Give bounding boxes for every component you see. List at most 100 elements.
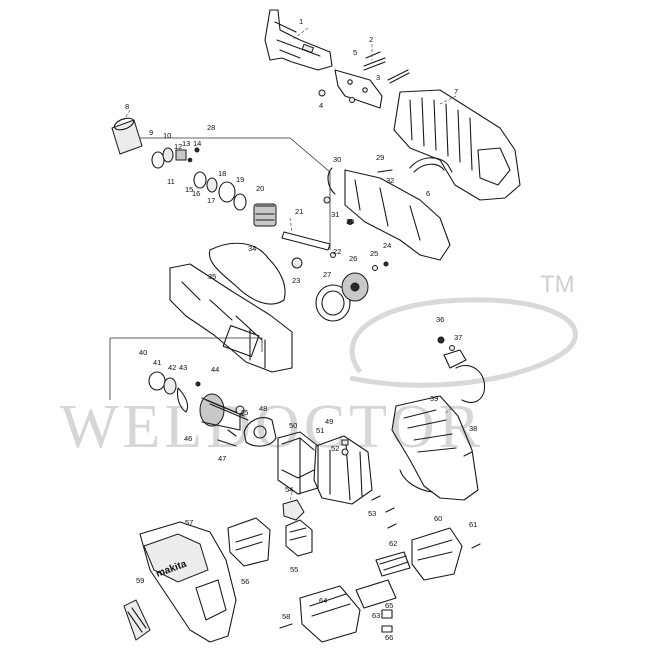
- label-1: 1: [299, 17, 303, 26]
- label-45: 45: [240, 408, 248, 417]
- callout-labels: 1 2 3 4 5 6 7 8 9 10 11 12 13 14 15 16 1…: [125, 17, 477, 642]
- part-latch-frame: [411, 527, 463, 581]
- part-main-casting: [169, 263, 293, 373]
- label-35: 35: [208, 272, 216, 281]
- part-nameplate: [123, 599, 151, 641]
- label-63: 63: [372, 611, 380, 620]
- label-44: 44: [211, 365, 219, 374]
- label-52: 52: [331, 444, 339, 453]
- label-16: 16: [192, 189, 200, 198]
- watermark-swoosh: [349, 297, 578, 388]
- label-34: 34: [248, 244, 256, 253]
- label-5: 5: [353, 48, 357, 57]
- label-7: 7: [454, 87, 458, 96]
- label-9: 9: [149, 128, 153, 137]
- part-gasket: [208, 242, 286, 305]
- label-32: 32: [386, 176, 394, 185]
- label-46: 46: [184, 434, 192, 443]
- part-screws: [371, 451, 481, 549]
- label-31: 31: [331, 210, 339, 219]
- part-pins: [363, 51, 410, 84]
- bracket-28: [140, 137, 331, 251]
- watermark-tm: TM: [540, 271, 575, 298]
- small-rings: [151, 147, 331, 251]
- label-56: 56: [241, 577, 249, 586]
- label-38: 38: [469, 424, 477, 433]
- label-24: 24: [383, 241, 391, 250]
- label-53: 53: [368, 509, 376, 518]
- label-41: 41: [153, 358, 161, 367]
- label-6: 6: [426, 189, 430, 198]
- label-17: 17: [207, 196, 215, 205]
- label-2: 2: [369, 35, 373, 44]
- part-gear-housing: [323, 167, 451, 261]
- bracket-armature: [109, 337, 263, 400]
- part-terminal: [227, 517, 271, 567]
- label-59: 59: [136, 576, 144, 585]
- label-39: 39: [430, 394, 438, 403]
- part-wire-clip: [409, 157, 453, 173]
- label-29: 29: [376, 153, 384, 162]
- label-43: 43: [179, 363, 187, 372]
- label-20: 20: [256, 184, 264, 193]
- label-47: 47: [218, 454, 226, 463]
- leader-lines: [123, 27, 457, 503]
- label-57: 57: [185, 518, 193, 527]
- label-62: 62: [389, 539, 397, 548]
- watermark-text: WELDOCTOR: [60, 393, 484, 461]
- label-14: 14: [193, 139, 201, 148]
- label-42: 42: [168, 363, 176, 372]
- part-armature: [148, 371, 249, 447]
- label-21: 21: [295, 207, 303, 216]
- label-61: 61: [469, 520, 477, 529]
- label-60: 60: [434, 514, 442, 523]
- part-plate: [318, 69, 383, 109]
- label-19: 19: [236, 175, 244, 184]
- part-spring-plate: [375, 551, 411, 577]
- label-66: 66: [385, 633, 393, 642]
- label-18: 18: [218, 169, 226, 178]
- part-baffle: [243, 417, 277, 447]
- label-33: 33: [346, 217, 354, 226]
- part-battery-slide: [279, 579, 397, 643]
- label-30: 30: [333, 155, 341, 164]
- label-12: 12: [174, 142, 182, 151]
- label-15: 15: [185, 185, 193, 194]
- label-28: 28: [207, 123, 215, 132]
- label-65: 65: [385, 601, 393, 610]
- label-50: 50: [289, 421, 297, 430]
- label-55: 55: [290, 565, 298, 574]
- label-26: 26: [349, 254, 357, 263]
- label-23: 23: [292, 276, 300, 285]
- watermark: WELDOCTOR TM: [60, 271, 578, 461]
- label-25: 25: [370, 249, 378, 258]
- label-13: 13: [182, 139, 190, 148]
- label-10: 10: [163, 131, 171, 140]
- part-switch: [282, 499, 313, 557]
- part-motor-housing: [313, 435, 373, 505]
- label-40: 40: [139, 348, 147, 357]
- label-3: 3: [376, 73, 380, 82]
- part-lock: [437, 336, 486, 403]
- label-36: 36: [436, 315, 444, 324]
- label-37: 37: [454, 333, 462, 342]
- label-22: 22: [333, 247, 341, 256]
- part-shoe: [264, 9, 333, 71]
- label-51: 51: [316, 426, 324, 435]
- label-48: 48: [259, 404, 267, 413]
- label-8: 8: [125, 102, 129, 111]
- label-49: 49: [325, 417, 333, 426]
- part-gear: [291, 252, 389, 322]
- label-54: 54: [285, 485, 293, 494]
- part-handle-housing: [391, 395, 479, 501]
- part-grip-cover: [393, 89, 521, 201]
- label-4: 4: [319, 101, 323, 110]
- label-11: 11: [167, 177, 175, 186]
- part-rear-housing: makita: [139, 521, 237, 643]
- label-58: 58: [282, 612, 290, 621]
- label-27: 27: [323, 270, 331, 279]
- label-64: 64: [319, 596, 327, 605]
- part-sleeve: [111, 117, 143, 155]
